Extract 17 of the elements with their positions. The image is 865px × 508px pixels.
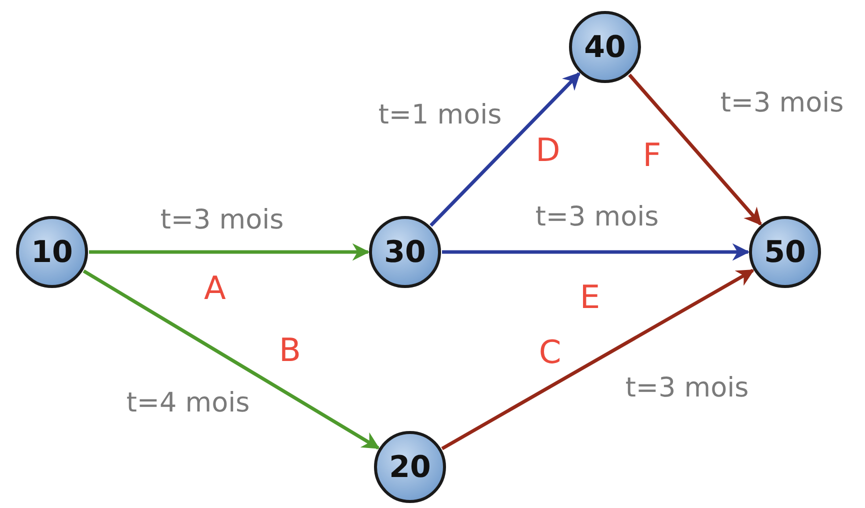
event-circle: 10 <box>16 216 88 288</box>
event-circle: 30 <box>369 216 441 288</box>
duration-label: t=4 mois <box>126 388 250 418</box>
arrow <box>628 74 762 226</box>
event-circle: 20 <box>374 431 446 503</box>
duration-label: t=3 mois <box>720 88 844 118</box>
duration-label: t=3 mois <box>625 372 749 404</box>
duration-label: t=3 mois <box>160 204 284 236</box>
arrow <box>82 270 380 450</box>
arrow <box>441 268 754 450</box>
arrow <box>442 243 750 261</box>
arrow <box>430 72 580 227</box>
duration-label: t=3 mois <box>535 202 659 232</box>
duration-label: t=1 mois <box>378 100 502 130</box>
event-circle: 50 <box>749 216 821 288</box>
event-circle: 40 <box>569 11 641 83</box>
arrow <box>89 243 370 261</box>
